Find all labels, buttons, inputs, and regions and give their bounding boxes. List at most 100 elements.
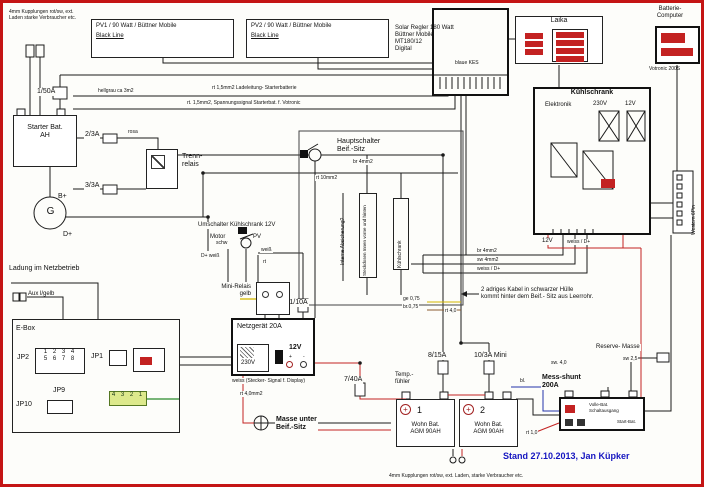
reserve-masse-label: Reserve- Masse: [595, 344, 641, 351]
wire-rt10b-label: rt 1,0: [525, 430, 539, 436]
netzgeraet-plus: +: [289, 354, 292, 360]
temp-l2: fühler: [395, 378, 411, 385]
bat2-l1: Wohn Bat.: [474, 422, 503, 428]
pv1-box: PV1 / 90 Watt / Büttner Mobile Black Lin…: [91, 19, 234, 58]
jp1-label: JP1: [91, 353, 104, 360]
aux-label: Aux l/gelb: [28, 291, 55, 297]
laika-title: Laika: [550, 17, 568, 24]
kuehlschrank-box: [533, 87, 651, 235]
wire-weiss-display-label: weiss (Stecker- Signal f. Display): [231, 378, 307, 384]
laika-box: Laika: [515, 16, 603, 64]
solar-kes-label: blaue KES: [454, 60, 480, 66]
temp-l1: Temp.-: [395, 372, 414, 378]
minirelais-l2: gelb: [239, 290, 251, 297]
wire-spannungssignal-label: rt. 1,5mm2, Spannungssignal Starterbat. …: [186, 100, 302, 106]
interne-absicherung-label: Interne Absicherung?: [340, 217, 346, 265]
bat1-l2: AGM 90AH: [410, 428, 441, 435]
starter-battery-box: Starter Bat. AH: [13, 115, 77, 167]
bat2-l2: AGM 90AH: [473, 428, 504, 435]
wohnbat1-plus: +: [400, 404, 411, 415]
wire-layer: [11, 38, 694, 464]
jp10-box: [47, 400, 73, 414]
fuse-7-label: 7/40A: [343, 376, 364, 385]
pv1-title: PV1 / 90 Watt / Büttner Mobile: [96, 23, 177, 29]
wire-sw40-label: sw. 4,0: [550, 360, 568, 366]
minirelais-l1: Mini-Relais: [221, 284, 251, 290]
jp9-label: JP9: [53, 387, 66, 394]
starter-l1: Starter Bat.: [27, 124, 63, 131]
pv2-subtitle: Black Line: [251, 32, 279, 39]
pv2-box: PV2 / 90 Watt / Büttner Mobile Black Lin…: [246, 19, 389, 58]
wire-weissd1-label: weiss / D+: [476, 266, 502, 272]
laika-cell: [556, 40, 584, 46]
wire-schw-label: schw: [215, 240, 229, 246]
votronic-model-label: Votronic 200S: [649, 66, 681, 72]
laika-cells-left: [522, 31, 546, 57]
wire-sw4-label: sw 4mm2: [476, 257, 500, 263]
kabel-note: 2 adriges Kabel in schwarzer Hülle kommt…: [481, 287, 593, 301]
fuse-8-label: 8/15A: [427, 352, 448, 361]
starter-l2: AH: [40, 132, 50, 140]
trennrelais-box: [146, 149, 178, 189]
jp1-box: [109, 350, 127, 366]
laika-cell: [525, 41, 543, 47]
minirelais-pin: [276, 291, 283, 298]
wire-12v-label: 12V: [541, 238, 554, 245]
battery-computer-label: Batterie- Computer: [639, 6, 701, 20]
kuehlschrank-12v-label: 12V: [625, 101, 636, 107]
wire-sw25-label: sw 2,5: [622, 356, 639, 362]
shunt-l1: Mess-shunt: [541, 374, 582, 383]
ladung-note: Ladung im Netzbetrieb: [9, 265, 80, 272]
note-top-left: 4mm Kupplungen rot/sw, ext. Laden starke…: [9, 9, 76, 21]
netzgeraet-title: Netzgerät 20A: [237, 323, 282, 330]
hauptschalter-label: Hauptschalter Beif.-Sitz: [336, 138, 382, 155]
wire-ge075-label: ge 0,75: [402, 296, 421, 302]
fuse-10-label: 10/3A Mini: [473, 352, 508, 361]
jp10-label: JP10: [16, 401, 32, 408]
shunt-label: Mess-shunt 200A: [541, 374, 582, 391]
votronic-cell: [661, 48, 693, 56]
jp2-pins-row2: 5 6 7 8: [43, 355, 77, 362]
laika-cell: [556, 48, 584, 54]
wire-ladeleitung-label: rt 1,5mm2 Ladeleitung- Starterbatterie: [211, 85, 298, 91]
laika-cell: [525, 49, 543, 55]
wire-rt10mm2-label: rt 10mm2: [315, 175, 339, 181]
wohnbat2-box: + 2 Wohn Bat. AGM 90AH: [459, 399, 518, 447]
masse-label: Masse unter Beif.-Sitz: [275, 416, 318, 433]
netzgeraet-hatch: [240, 347, 254, 358]
solar-regler-box: [432, 8, 509, 96]
kabel-l2: kommt hinter dem Beif.- Sitz aus Leerroh…: [481, 293, 594, 300]
netzgeraet-230v-box: 230V: [237, 344, 269, 372]
shunt-cell: [577, 419, 585, 426]
jp2-pins-row1: 1 2 3 4: [43, 349, 77, 355]
wire-rt40-label: rt 4,0: [444, 308, 458, 314]
netzgeraet-minus-terminal: [300, 361, 307, 368]
dplus-label: D+: [63, 231, 73, 238]
ebox-aux-red: [140, 357, 152, 365]
wire-bl-label: bl.: [519, 378, 527, 384]
wire-weiss-label: weiß: [260, 247, 273, 253]
netzgeraet-230v-label: 230V: [241, 360, 256, 366]
umschalter-motor-label: Motor: [210, 234, 226, 240]
shunt-t2: Schaltausgang: [589, 408, 619, 413]
haupt-l2: Beif.-Sitz: [336, 146, 382, 155]
kuehlschrank-red-element: [601, 179, 615, 188]
ebox-outline: [12, 319, 180, 433]
votronic-display: [655, 26, 700, 64]
trenn-l1: Trenn-: [182, 153, 203, 160]
generator-symbol: G: [46, 206, 55, 217]
umschalter-block: [238, 227, 247, 234]
fuse-2-label: 2/3A: [84, 131, 101, 140]
bplus-label: B+: [58, 193, 67, 200]
kuehlschrank-feed-box: [393, 198, 409, 270]
tempfuehler-label: Temp.- fühler: [394, 372, 422, 386]
minirelais-box: [256, 282, 290, 315]
jp9-pin-box: 4 3 2 1: [109, 391, 147, 406]
wire-hellgrau-label: hellgrau ca 3m2: [97, 88, 135, 94]
netzgeraet-plus-terminal: [286, 361, 293, 368]
jp2-pin-box: 1 2 3 4 5 6 7 8: [35, 348, 85, 374]
trennrelais-contact: [151, 155, 165, 169]
fuse-11-label: 11/10A: [285, 299, 309, 308]
laika-cell: [556, 32, 584, 38]
